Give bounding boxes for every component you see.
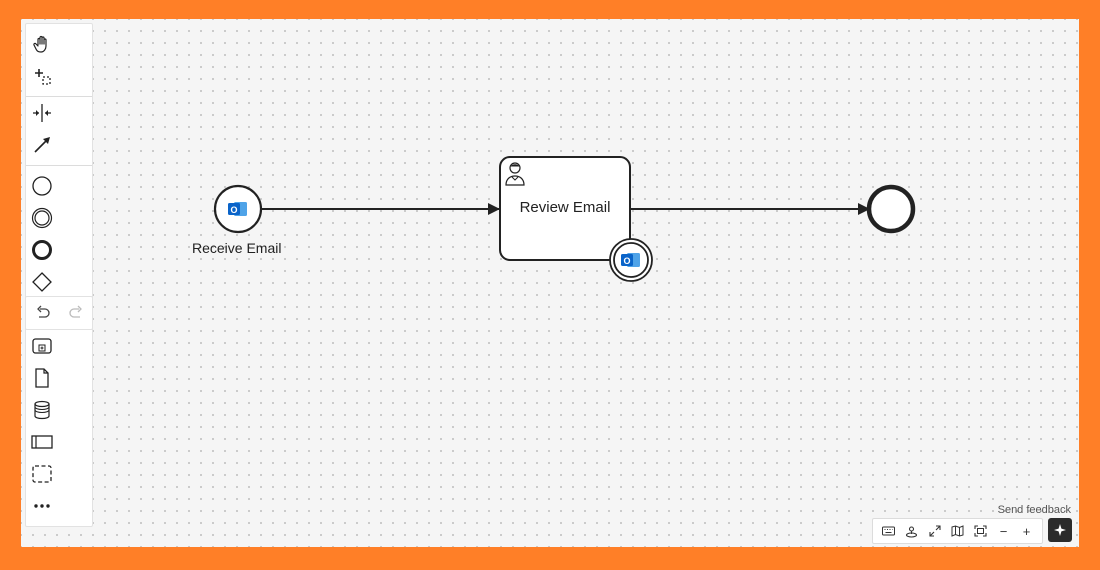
zoom-in-icon[interactable]: + xyxy=(1022,523,1031,539)
hand-tool-icon[interactable] xyxy=(26,28,58,60)
ai-assistant-icon[interactable] xyxy=(1048,518,1072,542)
bpmn-canvas[interactable]: O O xyxy=(21,19,1079,547)
space-tool-icon[interactable] xyxy=(26,97,58,129)
intermediate-event-icon[interactable] xyxy=(26,202,58,234)
pool-icon[interactable] xyxy=(26,426,58,458)
location-icon[interactable] xyxy=(900,520,923,542)
svg-text:O: O xyxy=(230,205,237,215)
end-event[interactable] xyxy=(866,184,916,234)
outlook-icon: O xyxy=(621,253,640,267)
redo-icon[interactable] xyxy=(59,297,92,329)
fit-view-icon[interactable] xyxy=(969,520,992,542)
data-object-icon[interactable] xyxy=(26,362,58,394)
fullscreen-icon[interactable] xyxy=(923,520,946,542)
task-label: Review Email xyxy=(519,199,611,216)
more-icon[interactable] xyxy=(26,490,58,522)
start-event-icon[interactable] xyxy=(26,170,58,202)
tool-palette xyxy=(25,23,93,527)
palette-group-tools-2 xyxy=(26,97,92,166)
gateway-icon[interactable] xyxy=(26,266,58,298)
task-review-email[interactable]: O xyxy=(499,156,653,282)
data-store-icon[interactable] xyxy=(26,394,58,426)
user-task-icon xyxy=(505,162,525,186)
zoom-out-icon[interactable]: − xyxy=(999,523,1008,539)
end-event-icon[interactable] xyxy=(26,234,58,266)
canvas-controls: − + xyxy=(872,518,1043,544)
lasso-tool-icon[interactable] xyxy=(26,60,58,92)
map-icon[interactable] xyxy=(946,520,969,542)
connect-tool-icon[interactable] xyxy=(26,129,58,161)
outlook-icon: O xyxy=(228,202,247,216)
palette-group-tools xyxy=(26,24,92,97)
keyboard-icon[interactable] xyxy=(877,520,900,542)
group-icon[interactable] xyxy=(26,458,58,490)
boundary-event-outlook[interactable]: O xyxy=(609,238,653,282)
svg-text:O: O xyxy=(623,256,630,266)
start-event-receive-email[interactable]: O xyxy=(213,184,263,234)
start-event-label: Receive Email xyxy=(192,240,282,256)
subprocess-icon[interactable] xyxy=(26,330,58,362)
history-toolbar xyxy=(25,296,93,330)
bpmn-diagram: O O xyxy=(213,156,916,282)
undo-icon[interactable] xyxy=(26,297,59,329)
send-feedback-link[interactable]: Send feedback xyxy=(997,504,1071,516)
